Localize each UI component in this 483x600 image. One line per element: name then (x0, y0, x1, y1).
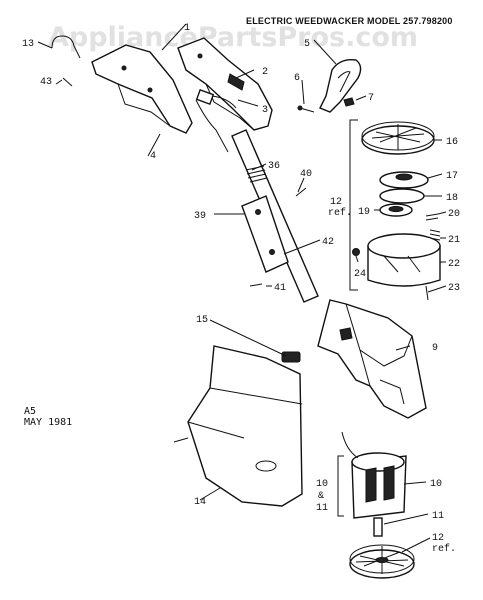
lower-fan-12-ref (349, 544, 415, 579)
callout-40: 40 (300, 169, 312, 180)
callout-7: 7 (368, 93, 374, 104)
shaft-spring-36 (245, 165, 268, 183)
callout-18: 18 (446, 193, 458, 204)
stamp-line-1: A5 (24, 406, 36, 417)
bracket-12-ref (349, 119, 358, 291)
hanger-hook (51, 35, 81, 59)
aux-handle-knob (343, 97, 355, 107)
callout-3: 3 (262, 105, 268, 116)
callout-14: 14 (194, 497, 206, 508)
spool-18 (379, 188, 425, 204)
motor-shaft-11 (373, 517, 383, 537)
callout-2: 2 (262, 67, 268, 78)
callout-42: 42 (322, 237, 334, 248)
callout-9: 9 (432, 343, 438, 354)
callout-10-motor: 10 (430, 479, 442, 490)
bracket-10-11 (337, 455, 344, 517)
stamp-line-2: MAY 1981 (24, 417, 72, 428)
callout-11-shaft: 11 (432, 511, 444, 522)
callout-12-fan: 12 (432, 533, 444, 544)
callout-6: 6 (294, 73, 300, 84)
power-cord (195, 99, 229, 153)
spring-21 (429, 229, 441, 245)
diagram-title: ELECTRIC WEEDWACKER MODEL 257.798200 (246, 16, 453, 26)
screw-40 (295, 187, 307, 197)
spool-cover-17 (379, 171, 429, 189)
line-23 (425, 285, 429, 301)
shaft-coupler-39 (241, 195, 289, 273)
eyelet-24 (352, 248, 360, 256)
leader-lines (37, 23, 447, 553)
callout-13: 13 (22, 39, 34, 50)
spring-20 (425, 213, 439, 221)
motor-assembly-10 (341, 431, 407, 519)
callout-10-and-11: & (318, 491, 324, 502)
callout-12-fan-ref: ref. (432, 543, 456, 555)
callout-43: 43 (40, 77, 52, 88)
grass-deflector-shield (187, 345, 303, 507)
auxiliary-handle (319, 59, 362, 113)
callout-5: 5 (304, 39, 310, 50)
callout-11-bracket: 11 (316, 503, 328, 514)
callout-20: 20 (448, 209, 460, 220)
callout-16: 16 (446, 137, 458, 148)
callout-17: 17 (446, 171, 458, 182)
handle-left-half (91, 44, 193, 134)
screw-43 (62, 77, 73, 87)
watermark-text: AppliancePartsPros.com (48, 22, 418, 53)
guard-screw (173, 437, 189, 443)
callout-19: 19 (358, 207, 370, 218)
callout-23: 23 (448, 283, 460, 294)
callout-4: 4 (150, 151, 156, 162)
callout-41: 41 (274, 283, 286, 294)
aux-handle-bolt (297, 105, 315, 113)
cooling-fan-16 (361, 121, 435, 155)
spool-housing-22 (367, 233, 441, 287)
callout-36: 36 (268, 161, 280, 172)
callout-15: 15 (196, 315, 208, 326)
screw-41 (249, 283, 263, 287)
callout-10-bracket: 10 (316, 479, 328, 490)
spool-retainer-19 (379, 203, 413, 217)
callout-12-spool-group-ref: ref. (328, 207, 352, 219)
guard-clip-15 (281, 351, 301, 363)
callout-22: 22 (448, 259, 460, 270)
callout-21: 21 (448, 235, 460, 246)
callout-12-spool-group: 12 (330, 197, 342, 208)
callout-1: 1 (184, 23, 190, 34)
motor-housing-9 (317, 299, 427, 419)
callout-24: 24 (354, 269, 366, 280)
callout-39: 39 (194, 211, 206, 222)
trigger-switch (195, 89, 237, 109)
